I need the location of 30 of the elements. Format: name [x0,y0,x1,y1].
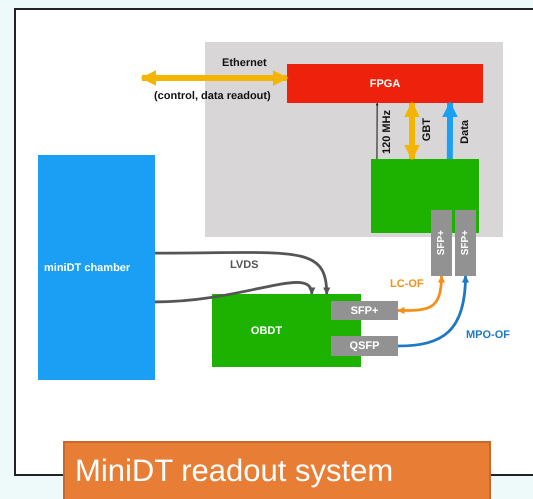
node-label: QSFP [350,340,380,352]
note-label: (control, data readout) [154,90,271,102]
node-label: SFP+ [436,230,447,256]
arrow [397,275,445,314]
module-box [431,210,452,276]
node-label: OBDT [250,324,282,336]
edge-label: Data [459,120,471,144]
arrow [398,275,469,348]
arrow [442,101,458,160]
caption-banner: MiniDT readout system [63,441,491,499]
edge-label: 120 MHz [381,110,393,154]
node-label: FPGA [370,78,400,90]
arrow [154,281,314,304]
edge-label: MPO-OF [466,329,510,341]
edge-label: Ethernet [222,57,267,69]
edge-label: LC-OF [390,278,424,290]
arrow [140,70,289,86]
node-label: miniDT chamber [44,262,130,274]
module-box [287,64,483,103]
module-box [455,210,476,276]
arrow [155,251,330,295]
node-label: SFP+ [350,304,378,316]
chamber-box [38,155,155,380]
module-box [331,336,398,356]
edge-label: GBT [421,118,433,142]
arrow [376,102,378,160]
arrow [404,101,420,161]
node-label: SFP+ [460,230,471,256]
module-box [331,301,398,320]
edge-label: LVDS [230,259,259,271]
